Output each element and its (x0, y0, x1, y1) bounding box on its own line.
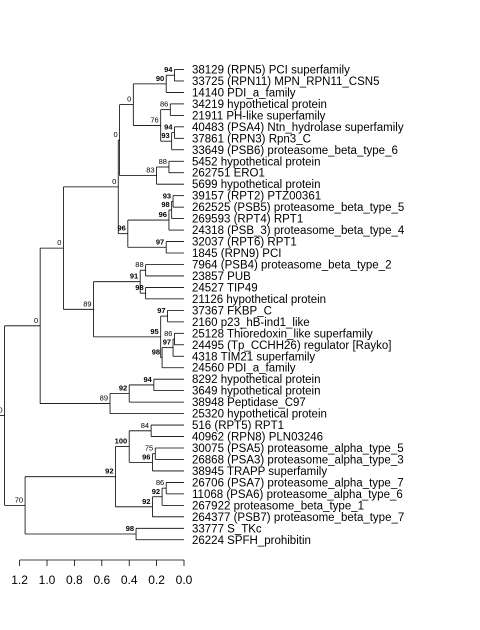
leaf-label: 269593 (RPT4) RPT1 (192, 214, 303, 226)
support-value: 97 (156, 237, 164, 246)
leaf-label: 264377 (PSB7) proteasome_beta_type_7 (192, 512, 404, 524)
leaf-label: 21126 hypothetical protein (192, 294, 326, 306)
support-value: 75 (145, 444, 153, 453)
leaf-label: 40962 (RPN8) PLN03246 (192, 432, 323, 444)
leaf-label: 38948 Peptidase_C97 (192, 397, 306, 409)
leaf-label: 38945 TRAPP superfamily (192, 466, 327, 478)
support-value: 70 (15, 495, 23, 504)
axis-tick-label: 0.0 (176, 573, 193, 587)
support-value: 94 (164, 65, 173, 74)
leaf-label: 23857 PUB (192, 271, 251, 283)
support-value: 96 (117, 224, 125, 233)
axis-tick-label: 1.0 (39, 573, 56, 587)
leaf-label: 25128 Thioredoxin_like superfamily (192, 328, 373, 340)
axis-tick-label: 0.4 (121, 573, 138, 587)
leaf-label: 24560 PDI_a_family (192, 363, 296, 375)
leaf-label: 40483 (PSA4) Ntn_hydrolase superfamily (192, 122, 404, 134)
support-value: 94 (164, 123, 173, 132)
support-value: 86 (156, 478, 164, 487)
leaf-label: 2160 p23_hB-ind1_like (192, 317, 310, 329)
leaf-label: 8292 hypothetical protein (192, 374, 321, 386)
support-value: 83 (146, 166, 154, 175)
support-value: 88 (135, 260, 143, 269)
support-value: 96 (142, 452, 150, 461)
axis-tick-label: 0.2 (148, 573, 165, 587)
leaf-label: 21911 PH-like superfamily (192, 110, 326, 122)
support-value: 89 (100, 394, 108, 403)
leaf-label: 24318 (PSB_3) proteasome_beta_type_4 (192, 225, 405, 237)
leaf-label: 33725 (RPN11) MPN_RPN11_CSN5 (192, 76, 380, 88)
leaf-label: 3649 hypothetical protein (192, 386, 321, 398)
leaf-label: 26868 (PSA3) proteasome_alpha_type_3 (192, 454, 404, 466)
leaf-label: 26224 SPFH_prohibitin (192, 535, 311, 547)
support-value: 93 (161, 131, 169, 140)
axis-tick-label: 1.2 (11, 573, 28, 587)
leaf-label: 1845 (RPN9) PCI (192, 248, 281, 260)
support-value: 98 (152, 348, 160, 357)
leaf-label: 5699 hypothetical protein (192, 179, 321, 191)
support-value: 94 (144, 375, 153, 384)
leaf-label: 33777 S_TKc (192, 523, 262, 535)
leaf-label: 5452 hypothetical protein (192, 156, 321, 168)
tree-branches (0, 69, 184, 541)
support-value: 0 (113, 130, 117, 139)
axis-tick-label: 0.6 (93, 573, 110, 587)
leaf-label: 267922 proteasome_beta_type_1 (192, 500, 364, 512)
leaf-label: 26706 (PSA7) proteasome_alpha_type_7 (192, 477, 404, 489)
leaf-label: 37861 (RPN3) Rpn3_C (192, 133, 311, 145)
support-value: 96 (159, 210, 167, 219)
distance-axis: 1.2 1.0 0.8 0.6 0.4 0.2 0.0 (11, 559, 193, 587)
support-value: 92 (105, 467, 113, 476)
support-value: 100 (115, 437, 128, 446)
support-value: 98 (126, 524, 134, 533)
leaf-label: 7964 (PSB4) proteasome_beta_type_2 (192, 259, 391, 271)
leaf-label: 262751 ERO1 (192, 168, 265, 180)
support-value: 91 (130, 272, 138, 281)
support-value: 0 (127, 95, 131, 104)
support-value: 95 (150, 327, 158, 336)
leaf-label: 25320 hypothetical protein (192, 409, 327, 421)
support-value: 0 (34, 316, 38, 325)
leaf-label: 24495 (Tp_CCHH26) regulator [Rayko] (192, 340, 391, 352)
support-value: 0 (0, 406, 3, 415)
support-value: 89 (83, 299, 91, 308)
leaf-label: 39157 (RPT2) PTZ00361 (192, 191, 321, 203)
support-value: 86 (164, 329, 172, 338)
support-value: 98 (135, 283, 143, 292)
leaf-label: 30075 (PSA5) proteasome_alpha_type_5 (192, 443, 404, 455)
leaf-label: 37367 FKBP_C (192, 305, 272, 317)
support-value: 92 (152, 487, 160, 496)
leaf-label: 11068 (PSA6) proteasome_alpha_type_6 (192, 489, 403, 501)
leaf-label: 32037 (RPT6) RPT1 (192, 237, 297, 249)
leaf-label: 34219 hypothetical protein (192, 99, 327, 111)
support-value: 93 (163, 191, 171, 200)
support-value: 86 (160, 100, 168, 109)
leaf-label: 4318 TIM21 superfamily (192, 351, 315, 363)
support-value: 0 (57, 238, 61, 247)
leaf-label: 38129 (RPN5) PCI superfamily (192, 65, 350, 77)
leaf-label: 14140 PDI_a_family (192, 87, 296, 99)
leaf-label: 24527 TIP49 (192, 282, 258, 294)
leaf-label: 33649 (PSB6) proteasome_beta_type_6 (192, 145, 398, 157)
support-value: 97 (157, 306, 165, 315)
axis-tick-label: 0.8 (66, 573, 83, 587)
support-values: 9490869493760888309398969796088989197869… (0, 65, 173, 533)
leaf-label: 262525 (PSB5) proteasome_beta_type_5 (192, 202, 404, 214)
leaf-label: 516 (RPT5) RPT1 (192, 420, 284, 432)
support-value: 92 (119, 384, 127, 393)
support-value: 98 (161, 200, 169, 209)
support-value: 92 (142, 497, 150, 506)
support-value: 88 (159, 157, 167, 166)
support-value: 97 (163, 338, 171, 347)
support-value: 84 (141, 421, 149, 430)
support-value: 0 (112, 177, 116, 186)
support-value: 76 (150, 115, 158, 124)
support-value: 90 (156, 74, 164, 83)
